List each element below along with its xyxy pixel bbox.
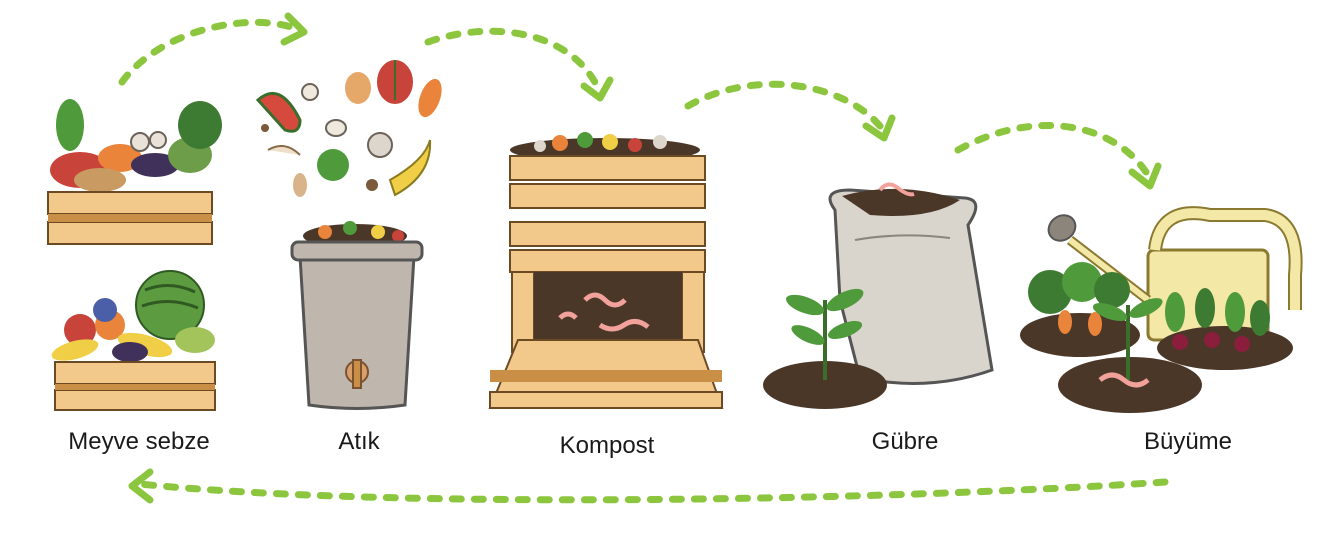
- cycle-arrows: [118, 18, 1169, 504]
- stage-label-fertilizer: Gübre: [871, 428, 939, 455]
- arrow-head-2: [580, 76, 614, 102]
- stage-label-waste: Atık: [338, 428, 380, 455]
- arrow-heads: [128, 12, 1162, 504]
- stage-label-fruit-vegetable: Meyve sebze: [68, 428, 210, 455]
- arrow-fertilizer-to-growth: [954, 122, 1150, 176]
- arrow-fruit-to-waste: [118, 18, 304, 86]
- compost-box-icon: [488, 132, 724, 409]
- waste-bin-icon: [255, 60, 442, 410]
- growing-plants-icon: [1020, 206, 1303, 413]
- fruit-vegetable-crates-icon: [47, 99, 222, 411]
- stage-label-compost: Kompost: [559, 432, 655, 459]
- arrow-head-3: [862, 114, 896, 142]
- arrow-head-1: [280, 12, 308, 46]
- stage-label-growth: Büyüme: [1143, 428, 1233, 455]
- arrow-head-5: [128, 468, 154, 504]
- arrow-waste-to-compost: [424, 27, 602, 92]
- arrow-head-4: [1128, 162, 1162, 190]
- fertilizer-sack-icon: [763, 182, 994, 409]
- arrow-compost-to-fertilizer: [684, 80, 884, 130]
- arrow-growth-to-fruit: [136, 478, 1169, 504]
